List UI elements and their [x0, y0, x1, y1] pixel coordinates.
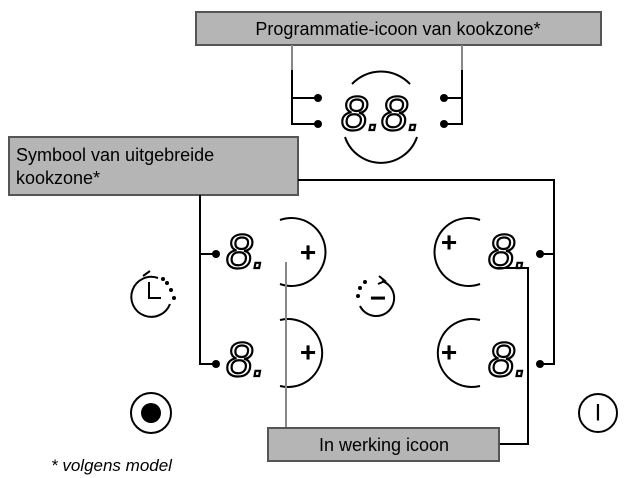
- minus-button[interactable]: −: [356, 275, 396, 317]
- extended-zone-connectors: [199, 179, 555, 365]
- indicator-dot: [440, 94, 448, 102]
- indicator-dot: [536, 360, 544, 368]
- programming-icon-callout-label: Programmatie-icoon van kookzone*: [255, 19, 540, 39]
- minus-arrow: [377, 275, 387, 285]
- clock-hands: [148, 282, 161, 299]
- indicator-dot: [212, 250, 220, 258]
- power-button-ring[interactable]: [578, 393, 618, 433]
- plus-button-bottom-right[interactable]: +: [441, 336, 457, 367]
- clock-tick: [142, 270, 151, 277]
- plus-icon[interactable]: +: [441, 336, 457, 367]
- timer-display: 8.8.: [314, 70, 448, 164]
- connector-line: [291, 70, 318, 125]
- indicator-dot: [536, 250, 544, 258]
- lock-button-ring[interactable]: [130, 392, 172, 434]
- zone-digit-bottom-right: 8.: [488, 334, 528, 387]
- connector-line: [496, 267, 529, 445]
- indicator-dot: [440, 120, 448, 128]
- minus-arc: [359, 280, 396, 317]
- timer-button[interactable]: [130, 270, 176, 318]
- plus-button-top-left[interactable]: +: [300, 236, 316, 267]
- indicator-dot: [212, 360, 220, 368]
- clock-arc: [130, 275, 171, 318]
- plus-icon[interactable]: +: [300, 336, 316, 367]
- plus-icon[interactable]: +: [441, 226, 457, 257]
- clock-icon[interactable]: [130, 270, 176, 318]
- footnote: * volgens model: [51, 456, 173, 475]
- power-icon[interactable]: I: [595, 399, 602, 426]
- indicator-dot: [314, 120, 322, 128]
- extended-zone-callout-label-line1: Symbool van uitgebreide: [16, 145, 214, 165]
- power-button[interactable]: I: [578, 393, 618, 433]
- operating-icon-callout: In werking icoon: [267, 427, 500, 462]
- connector-line: [199, 195, 216, 365]
- plus-icon[interactable]: +: [300, 236, 316, 267]
- zone-digit-bottom-left: 8.: [226, 334, 266, 387]
- minus-circle-icon[interactable]: −: [356, 275, 396, 317]
- zone-arc: [436, 318, 481, 388]
- zone-digit-top-right: 8.: [488, 226, 528, 279]
- connector-line: [298, 179, 555, 254]
- zone-arc: [279, 217, 327, 287]
- plus-button-top-right[interactable]: +: [441, 226, 457, 257]
- programming-icon-callout: Programmatie-icoon van kookzone*: [195, 11, 602, 46]
- extended-zone-callout: Symbool van uitgebreide kookzone*: [8, 136, 299, 196]
- indicator-dot: [314, 94, 322, 102]
- connector-line: [444, 70, 463, 125]
- extended-zone-callout-label-line2: kookzone*: [16, 168, 100, 188]
- operating-icon-callout-label: In werking icoon: [319, 435, 449, 455]
- minus-icon[interactable]: −: [370, 282, 386, 313]
- plus-button-bottom-left[interactable]: +: [300, 336, 316, 367]
- cooking-zone-bottom-left: 8.: [212, 318, 324, 388]
- display-arc-top: [351, 70, 411, 85]
- lock-button[interactable]: [130, 392, 172, 434]
- lock-dot-icon[interactable]: [141, 403, 161, 423]
- display-arc-bottom: [344, 136, 418, 164]
- cooking-zone-top-left: 8.: [212, 217, 327, 287]
- zone-digit-top-left: 8.: [226, 226, 266, 279]
- connector-line: [540, 254, 555, 365]
- zone-arc: [279, 318, 324, 388]
- zone-arc: [433, 217, 481, 287]
- timer-digits: 8.8.: [341, 88, 421, 141]
- cooking-zone-top-right: 8.: [433, 217, 544, 287]
- cooking-zone-bottom-right: 8.: [436, 318, 544, 388]
